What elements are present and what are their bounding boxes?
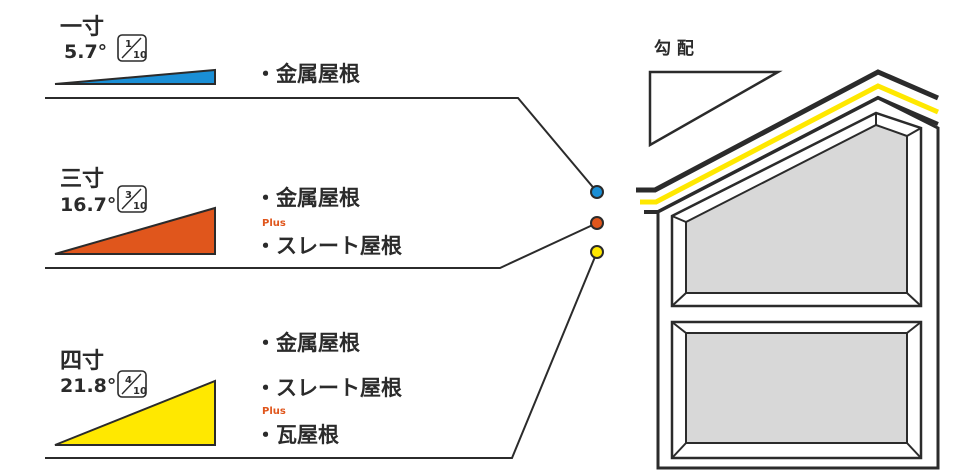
- pitch-1-roof-1: ・金属屋根: [255, 62, 360, 86]
- pitch-row-3: 四寸 21.8° 4 10 ・金属屋根 ・スレート屋根 Plus ・瓦屋根: [45, 245, 604, 459]
- pitch-3-roof-2: ・スレート屋根: [255, 376, 402, 400]
- pitch-3-roof-3: ・瓦屋根: [255, 423, 339, 447]
- pitch-2-frac-den: 10: [133, 201, 147, 212]
- pitch-2-angle: 16.7°: [60, 194, 116, 216]
- pitch-3-dot: [590, 245, 604, 259]
- pitch-3-plus-label: Plus: [262, 406, 286, 417]
- pitch-3-triangle: [54, 379, 216, 446]
- pitch-2-plus-label: Plus: [262, 218, 286, 229]
- pitch-3-frac-den: 10: [133, 386, 147, 397]
- pitch-2-name: 三寸: [60, 167, 104, 192]
- pitch-3-fraction-badge: 4 10: [117, 370, 147, 398]
- pitch-3-name: 四寸: [60, 349, 104, 374]
- upper-window: [670, 111, 923, 308]
- pitch-3-frac-num: 4: [125, 375, 132, 386]
- pitch-3-roof-1: ・金属屋根: [255, 331, 360, 355]
- pitch-legend-title: 勾 配: [654, 38, 694, 59]
- pitch-3-leader-line: [45, 251, 598, 459]
- pitch-2-triangle: [54, 206, 216, 255]
- pitch-1-frac-num: 1: [125, 39, 132, 50]
- pitch-2-roof-1: ・金属屋根: [255, 186, 360, 210]
- pitch-1-triangle: [54, 68, 216, 85]
- lower-window: [670, 320, 923, 460]
- pitch-1-dot: [590, 185, 604, 199]
- pitch-row-1: 一寸 5.7° 1 10 ・金属屋根: [45, 15, 604, 199]
- pitch-1-angle: 5.7°: [64, 41, 107, 63]
- pitch-2-leader-line: [45, 222, 598, 269]
- roof-pitch-line: [640, 83, 939, 205]
- pitch-2-dot: [590, 216, 604, 230]
- pitch-row-2: 三寸 16.7° 3 10 ・金属屋根 Plus ・スレート屋根: [45, 167, 604, 269]
- house-illustration: 勾 配: [636, 38, 940, 470]
- pitch-1-name: 一寸: [60, 15, 104, 40]
- pitch-2-roof-2: ・スレート屋根: [255, 234, 402, 258]
- pitch-3-angle: 21.8°: [60, 375, 116, 397]
- pitch-2-frac-num: 3: [125, 190, 132, 201]
- pitch-1-fraction-badge: 1 10: [117, 34, 147, 62]
- roof-eave-outer-line: [636, 69, 939, 193]
- pitch-legend-triangle: [648, 70, 783, 148]
- pitch-1-leader-line: [45, 97, 598, 193]
- pitch-2-fraction-badge: 3 10: [117, 185, 147, 213]
- pitch-1-frac-den: 10: [133, 50, 147, 61]
